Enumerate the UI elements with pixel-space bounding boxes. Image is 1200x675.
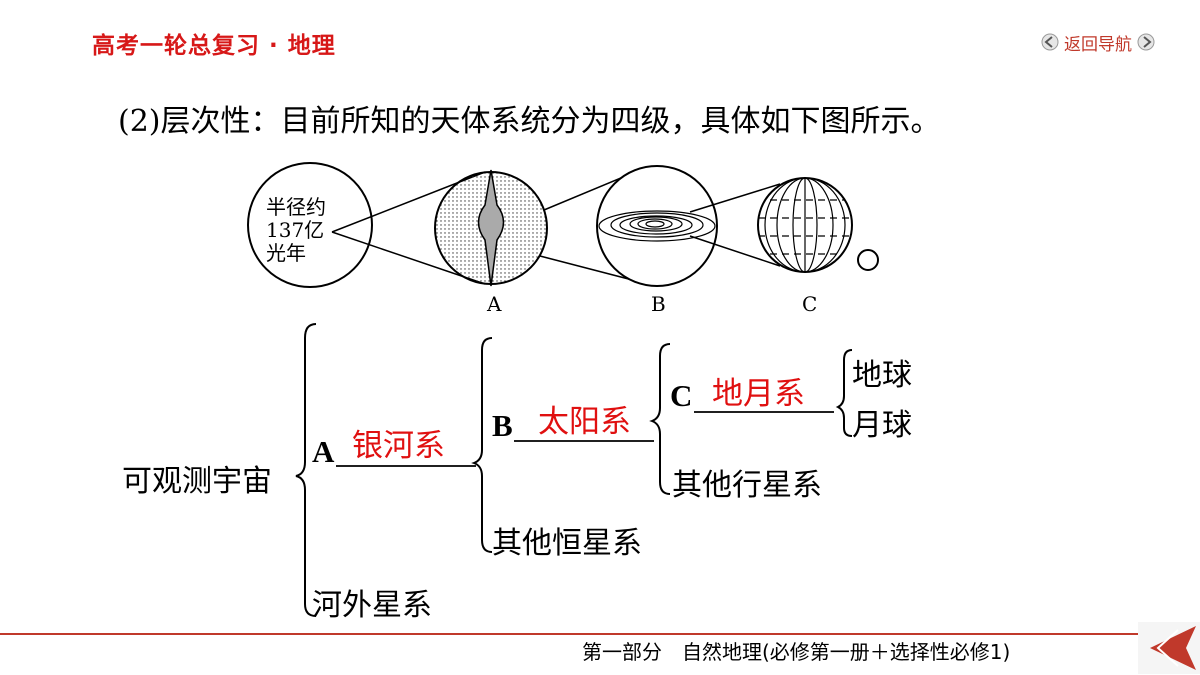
universe-radius-line-1: 半径约 bbox=[266, 195, 326, 219]
brace-galaxy bbox=[471, 337, 493, 553]
solar-system-circle bbox=[596, 165, 718, 287]
brace-universe bbox=[295, 323, 317, 617]
back-arrow-icon[interactable] bbox=[1040, 32, 1060, 52]
return-navigation-link[interactable]: 返回导航 bbox=[1064, 34, 1132, 55]
answer-solar-system: 太阳系 bbox=[538, 404, 631, 440]
forward-arrow-icon[interactable] bbox=[1136, 32, 1156, 52]
universe-circle bbox=[247, 162, 373, 288]
connector-line bbox=[689, 183, 781, 213]
moon-circle bbox=[857, 249, 879, 271]
tree-extragalactic: 河外星系 bbox=[312, 588, 432, 623]
brace-solar-system bbox=[649, 343, 671, 495]
tree-earth: 地球 bbox=[852, 358, 912, 393]
footer-chevron-icon bbox=[1150, 626, 1196, 670]
brace-earth-moon bbox=[835, 349, 853, 437]
intro-text: (2)层次性：目前所知的天体系统分为四级，具体如下图所示。 bbox=[118, 104, 941, 139]
tree-letter-a: A bbox=[312, 434, 335, 469]
figure-label-a: A bbox=[487, 292, 502, 316]
connector-line bbox=[689, 235, 781, 267]
tree-root-label: 可观测宇宙 bbox=[122, 464, 272, 499]
tree-moon: 月球 bbox=[852, 408, 912, 443]
universe-radius-label: 半径约 137亿 光年 bbox=[266, 196, 326, 265]
galaxy-edge-shape bbox=[477, 169, 505, 287]
universe-radius-line-2: 137亿 bbox=[266, 218, 325, 242]
tree-other-stars: 其他恒星系 bbox=[492, 526, 642, 561]
header-title: 高考一轮总复习 · 地理 bbox=[92, 33, 336, 59]
footer-text: 第一部分 自然地理(必修第一册＋选择性必修1) bbox=[582, 640, 1011, 664]
tree-letter-c: C bbox=[670, 378, 693, 413]
footer-decoration bbox=[0, 622, 1200, 674]
orbit-rings bbox=[598, 210, 716, 242]
tree-other-planets: 其他行星系 bbox=[672, 468, 822, 503]
tree-letter-b: B bbox=[492, 408, 513, 443]
figure-label-b: B bbox=[651, 292, 666, 316]
answer-galaxy: 银河系 bbox=[352, 428, 445, 464]
globe-grid bbox=[758, 178, 852, 272]
connector-line bbox=[539, 255, 641, 283]
universe-radius-line-3: 光年 bbox=[266, 241, 306, 265]
celestial-hierarchy-figure bbox=[247, 162, 879, 288]
answer-earth-moon-system: 地月系 bbox=[712, 376, 805, 412]
figure-label-c: C bbox=[802, 292, 818, 316]
nav-group[interactable]: 返回导航 bbox=[1040, 30, 1156, 55]
